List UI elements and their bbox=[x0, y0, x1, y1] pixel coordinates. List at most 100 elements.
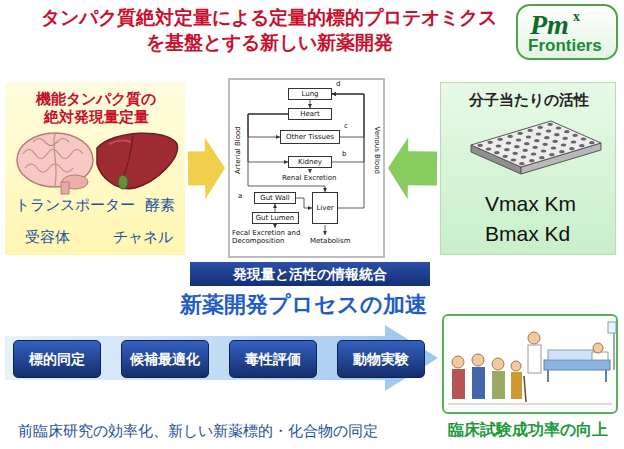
organ-box: Gut Wall bbox=[254, 192, 296, 204]
process-box: 候補最適化 bbox=[121, 340, 209, 378]
process-box: 標的同定 bbox=[13, 340, 101, 378]
blood-flow-line bbox=[310, 100, 311, 108]
plate-well bbox=[552, 140, 558, 143]
plate-well bbox=[512, 152, 518, 155]
clinical-illustration bbox=[492, 358, 504, 370]
brain-illustration bbox=[33, 139, 69, 146]
organ-box: Lung bbox=[288, 88, 332, 100]
protein-class-label: 受容体 bbox=[25, 228, 70, 246]
integration-band: 発現量と活性の情報統合 bbox=[190, 262, 430, 286]
plate-well bbox=[526, 135, 532, 138]
plate-well bbox=[572, 134, 578, 137]
plate-well bbox=[521, 155, 527, 158]
plate-well bbox=[477, 144, 483, 147]
plate-well bbox=[564, 130, 570, 133]
clinical-illustration bbox=[452, 356, 464, 368]
expression-panel: 機能タンパク質の 絶対発現量定量トランスポーター酵素受容体 チャネル bbox=[5, 82, 185, 255]
clinical-illustration bbox=[548, 350, 594, 360]
plate-well bbox=[569, 147, 575, 150]
liver-illustration bbox=[118, 175, 128, 189]
plate-well bbox=[554, 133, 560, 136]
process-arrow: 新薬開発プロセスの加速標的同定候補最適化毒性評価動物実験 bbox=[5, 292, 440, 392]
process-box: 毒性評価 bbox=[229, 340, 317, 378]
liver-illustration bbox=[109, 141, 131, 144]
liver-illustration bbox=[123, 136, 133, 178]
block-arrow bbox=[188, 137, 225, 199]
plate-well bbox=[524, 142, 530, 145]
liver-illustration bbox=[97, 133, 177, 189]
plate-well bbox=[539, 156, 545, 159]
process-label: 候補最適化 bbox=[130, 351, 200, 368]
plate-well bbox=[477, 123, 594, 166]
protein-class-label: 酵素 bbox=[145, 196, 175, 214]
clinical-illustration bbox=[448, 404, 612, 405]
panel-heading: 機能タンパク質の 絶対発現量定量 bbox=[29, 90, 163, 126]
plate-well bbox=[536, 132, 542, 135]
plate-well bbox=[497, 138, 503, 141]
process-label: 標的同定 bbox=[29, 351, 85, 368]
clinical-illustration bbox=[605, 370, 607, 382]
protein-class-label: トランスポーター bbox=[15, 196, 135, 214]
logo-text: Frontiers bbox=[528, 36, 602, 56]
plate-well bbox=[527, 129, 533, 132]
plate-well bbox=[551, 146, 557, 149]
clinical-illustration bbox=[608, 322, 616, 333]
page-title: タンパク質絶対定量による定量的標的プロテオミクス を基盤とする新しい新薬開発 bbox=[26, 5, 512, 54]
plate-well bbox=[531, 152, 537, 155]
flow-letter: c bbox=[344, 122, 348, 130]
plate-well bbox=[517, 132, 523, 135]
excretion-label: Fecal Excretion and Decomposition bbox=[232, 229, 308, 246]
plate-well bbox=[542, 143, 548, 146]
blood-flow-line bbox=[332, 94, 364, 162]
compartment-label: Kidney bbox=[298, 158, 322, 166]
organ-box: Liver bbox=[312, 192, 338, 224]
blood-label: Venous Blood bbox=[373, 120, 381, 180]
clinical-illustration bbox=[524, 376, 526, 402]
clinical-illustration bbox=[544, 360, 610, 370]
leader-line bbox=[275, 225, 276, 228]
outcome-label: 臨床試験成功率の向上 bbox=[448, 420, 608, 439]
clinical-illustration bbox=[528, 332, 540, 344]
plate-well bbox=[504, 148, 510, 151]
plate-well bbox=[561, 143, 567, 146]
protein-class-label: チャネル bbox=[113, 228, 173, 246]
plate-well bbox=[516, 138, 522, 141]
pbpk-model-frame: Arterial BloodVenous BloodRenal Excretio… bbox=[228, 78, 385, 258]
plate-well bbox=[487, 141, 493, 144]
plate-well bbox=[571, 140, 577, 143]
logo-badge: PmxFrontiers bbox=[516, 4, 618, 60]
compartment-label: Gut Lumen bbox=[256, 214, 295, 222]
clinical-illustration bbox=[472, 367, 485, 399]
compartment-label: Lung bbox=[301, 90, 318, 98]
organ-box: Heart bbox=[288, 108, 332, 120]
plate-well bbox=[537, 126, 543, 129]
process-arrow-shape bbox=[5, 325, 438, 391]
blood-flow-line bbox=[296, 198, 312, 208]
plate-well bbox=[562, 137, 568, 140]
compartment-label: Heart bbox=[300, 110, 319, 118]
plate-well bbox=[506, 141, 512, 144]
organ-box: Other Tissues bbox=[280, 130, 340, 144]
liver-illustration bbox=[97, 133, 177, 189]
plate-well bbox=[556, 126, 562, 129]
clinical-illustration bbox=[444, 316, 616, 412]
process-box: 動物実験 bbox=[337, 340, 425, 378]
band-label: 発現量と活性の情報統合 bbox=[233, 266, 387, 283]
block-arrow bbox=[388, 137, 437, 199]
brain-illustration bbox=[23, 150, 83, 159]
compartment-label: Other Tissues bbox=[286, 133, 334, 141]
plate-well bbox=[532, 146, 538, 149]
leader-line bbox=[310, 169, 311, 173]
compartment-label: Gut Wall bbox=[260, 194, 289, 202]
compartment-label: Liver bbox=[316, 204, 333, 212]
clinical-illustration bbox=[472, 354, 484, 366]
organ-box: Kidney bbox=[288, 156, 332, 168]
activity-panel: 分子当たりの活性Vmax KmBmax Kd bbox=[440, 82, 616, 255]
plate-well bbox=[589, 141, 595, 144]
plate-well bbox=[581, 137, 587, 140]
plate-well bbox=[486, 147, 492, 150]
plate-well bbox=[559, 150, 565, 153]
plate-well bbox=[534, 139, 540, 142]
plate-well bbox=[541, 149, 547, 152]
plate-well bbox=[507, 135, 513, 138]
